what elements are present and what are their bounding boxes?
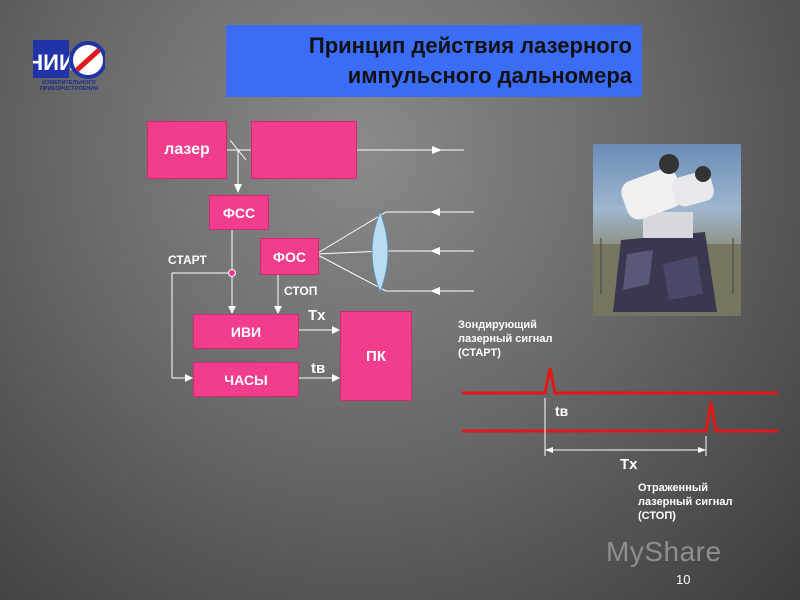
tv-label: tв (311, 360, 326, 377)
title-box: Принцип действия лазерного импульсного д… (226, 25, 642, 97)
probe-caption-line-2: лазерный сигнал (458, 333, 553, 345)
pk-block: ПК (340, 311, 412, 401)
title-line-2: импульсного дальномера (347, 63, 632, 88)
stop-label: СТОП (284, 284, 318, 298)
probe-signal-caption: Зондирующий лазерный сигнал (СТАРТ) (458, 318, 552, 360)
fss-block: ФСС (209, 195, 269, 230)
reflected-caption-line-1: Отраженный (638, 482, 708, 494)
laser-block: лазер (147, 121, 227, 179)
signal-tx-label: Tx (620, 456, 638, 473)
logo-text: НИИ (33, 50, 75, 75)
tx-label: Tx (308, 307, 326, 324)
reflected-caption-line-2: лазерный сигнал (638, 496, 733, 508)
nii-logo-icon: НИИ (27, 40, 107, 104)
probe-caption-line-3: (СТАРТ) (458, 347, 501, 359)
laser-output-block (251, 121, 357, 179)
probe-caption-line-1: Зондирующий (458, 319, 537, 331)
title-line-1: Принцип действия лазерного (308, 33, 632, 58)
ivi-block: ИВИ (193, 314, 299, 349)
logo-caption: ИЗМЕРИТЕЛЬНОГО ПРИБОРОСТРОЕНИЯ (39, 80, 99, 92)
signal-tv-label: tв (555, 403, 569, 419)
page-number: 10 (676, 572, 691, 587)
fos-block: ФОС (260, 238, 319, 275)
reflected-caption-line-3: (СТОП) (638, 510, 676, 522)
watermark: MyShare (606, 536, 722, 567)
clock-block: ЧАСЫ (193, 362, 299, 397)
reflected-signal-caption: Отраженный лазерный сигнал (СТОП) (638, 481, 732, 523)
rangefinder-photo-icon (593, 144, 741, 316)
start-label: СТАРТ (168, 253, 207, 267)
